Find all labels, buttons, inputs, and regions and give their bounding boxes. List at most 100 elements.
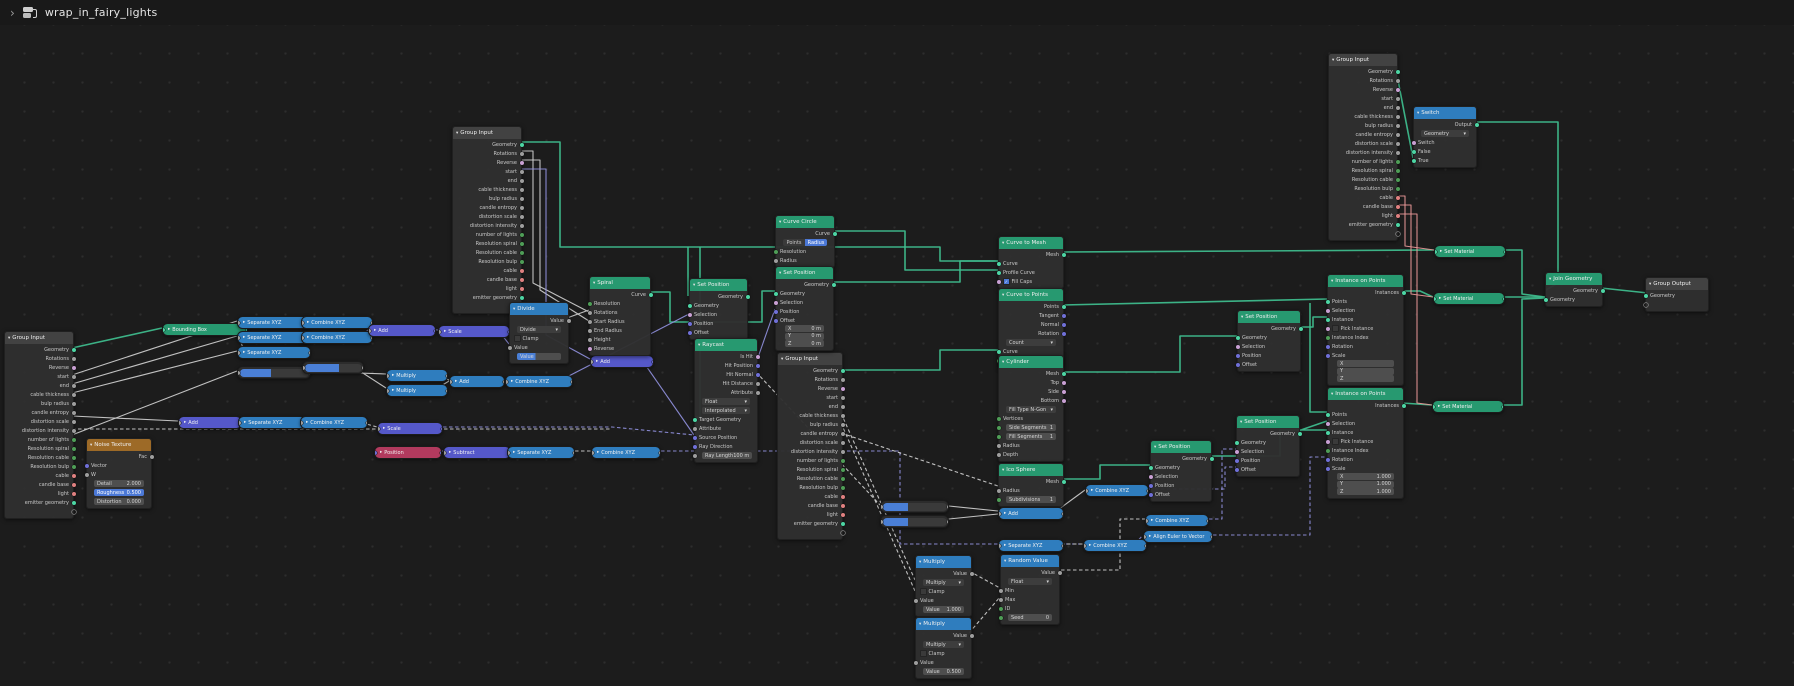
- socket-flt[interactable]: [361, 365, 363, 370]
- socket-flt[interactable]: [378, 426, 380, 431]
- socket-bool[interactable]: [1235, 344, 1240, 349]
- expand-chevron-icon[interactable]: ▸: [511, 379, 514, 384]
- socket-virtual[interactable]: [1644, 303, 1648, 307]
- socket-int[interactable]: [1395, 186, 1400, 191]
- socket-flt[interactable]: [572, 450, 574, 455]
- expand-chevron-icon[interactable]: ▸: [597, 450, 600, 455]
- node-header[interactable]: ▾Multiply: [916, 618, 971, 630]
- socket-geo[interactable]: [1325, 299, 1330, 304]
- align-euler-to-vector[interactable]: ▸Align Euler to Vector: [1143, 530, 1213, 543]
- node-header[interactable]: ▾Set Position: [776, 267, 833, 279]
- collapse-node-icon[interactable]: ▾: [1002, 292, 1005, 298]
- socket-flt[interactable]: [840, 395, 845, 400]
- separate-xyz-b[interactable]: ▸Separate XYZ: [237, 331, 311, 344]
- socket-flt[interactable]: [439, 329, 441, 334]
- node-header[interactable]: ▾Group Input: [5, 332, 73, 344]
- socket-flt[interactable]: [999, 543, 1001, 548]
- socket-int[interactable]: [996, 434, 1001, 439]
- expand-chevron-icon[interactable]: ▸: [392, 373, 395, 378]
- socket-bool[interactable]: [1061, 389, 1066, 394]
- socket-flt[interactable]: [840, 422, 845, 427]
- socket-int[interactable]: [840, 485, 845, 490]
- socket-int[interactable]: [840, 467, 845, 472]
- expand-chevron-icon[interactable]: ▸: [1438, 404, 1441, 409]
- node-header[interactable]: ▾Cylinder: [999, 356, 1063, 368]
- socket-geo[interactable]: [1061, 479, 1066, 484]
- position-input[interactable]: ▸Position: [374, 446, 442, 459]
- value-slider-a[interactable]: [237, 366, 311, 379]
- collapse-node-icon[interactable]: ▾: [1549, 276, 1552, 282]
- socket-geo[interactable]: [1148, 465, 1153, 470]
- socket-int[interactable]: [840, 476, 845, 481]
- expand-chevron-icon[interactable]: ▸: [444, 329, 447, 334]
- value-slider[interactable]: [239, 368, 309, 377]
- node-header[interactable]: ▾Set Position: [1238, 311, 1300, 323]
- node-header[interactable]: ▾Divide: [510, 303, 568, 315]
- socket-geo[interactable]: [996, 270, 1001, 275]
- socket-geo[interactable]: [1434, 296, 1436, 301]
- socket-flt[interactable]: [71, 401, 76, 406]
- node-header[interactable]: ▾Group Input: [453, 127, 521, 139]
- socket-bool[interactable]: [1395, 87, 1400, 92]
- socket-flt[interactable]: [773, 258, 778, 263]
- socket-flt[interactable]: [445, 388, 447, 393]
- node-header[interactable]: ▾Group Input: [778, 353, 842, 365]
- socket-mat[interactable]: [519, 277, 524, 282]
- socket-bool[interactable]: [1325, 421, 1330, 426]
- socket-mat[interactable]: [1395, 204, 1400, 209]
- socket-vec[interactable]: [433, 328, 435, 333]
- socket-int[interactable]: [71, 455, 76, 460]
- socket-flt[interactable]: [519, 223, 524, 228]
- combine-xyz-b[interactable]: ▸Combine XYZ: [301, 331, 373, 344]
- node-header[interactable]: ▾Join Geometry: [1546, 273, 1602, 285]
- socket-bool[interactable]: [71, 365, 76, 370]
- socket-vec[interactable]: [1325, 466, 1330, 471]
- socket-vec[interactable]: [651, 359, 653, 364]
- expand-chevron-icon[interactable]: ▸: [596, 359, 599, 364]
- socket-geo[interactable]: [1435, 249, 1437, 254]
- socket-int[interactable]: [996, 416, 1001, 421]
- socket-bool[interactable]: [1325, 439, 1330, 444]
- socket-geo[interactable]: [1325, 317, 1330, 322]
- value-field[interactable]: Value: [517, 352, 561, 361]
- combine-xyz-a[interactable]: ▸Combine XYZ: [301, 316, 373, 329]
- value-slider[interactable]: [882, 502, 947, 511]
- dropdown[interactable]: Fill Type N-Gon▾: [1006, 405, 1056, 414]
- socket-flt[interactable]: [238, 370, 240, 375]
- socket-flt[interactable]: [71, 383, 76, 388]
- socket-flt[interactable]: [755, 381, 760, 386]
- socket-flt[interactable]: [302, 320, 304, 325]
- socket-virtual[interactable]: [1396, 232, 1400, 236]
- socket-int[interactable]: [519, 259, 524, 264]
- multiply-pill-a[interactable]: ▸Multiply: [386, 369, 448, 382]
- socket-geo[interactable]: [1297, 431, 1302, 436]
- socket-geo[interactable]: [1234, 440, 1239, 445]
- socket-geo[interactable]: [1501, 404, 1503, 409]
- collapse-node-icon[interactable]: ▾: [1004, 558, 1007, 564]
- combine-xyz-f[interactable]: ▸Combine XYZ: [1085, 484, 1149, 497]
- socket-geo[interactable]: [71, 347, 76, 352]
- node-header[interactable]: ▾Spiral: [590, 277, 650, 289]
- socket-flt[interactable]: [519, 169, 524, 174]
- socket-vec[interactable]: [1234, 467, 1239, 472]
- socket-flt[interactable]: [519, 151, 524, 156]
- collapse-node-icon[interactable]: ▾: [1331, 278, 1334, 284]
- socket-mat[interactable]: [71, 473, 76, 478]
- node-header[interactable]: ▾Set Position: [690, 279, 747, 291]
- socket-vec[interactable]: [692, 444, 697, 449]
- separate-xyz-f[interactable]: ▸Separate XYZ: [998, 539, 1064, 552]
